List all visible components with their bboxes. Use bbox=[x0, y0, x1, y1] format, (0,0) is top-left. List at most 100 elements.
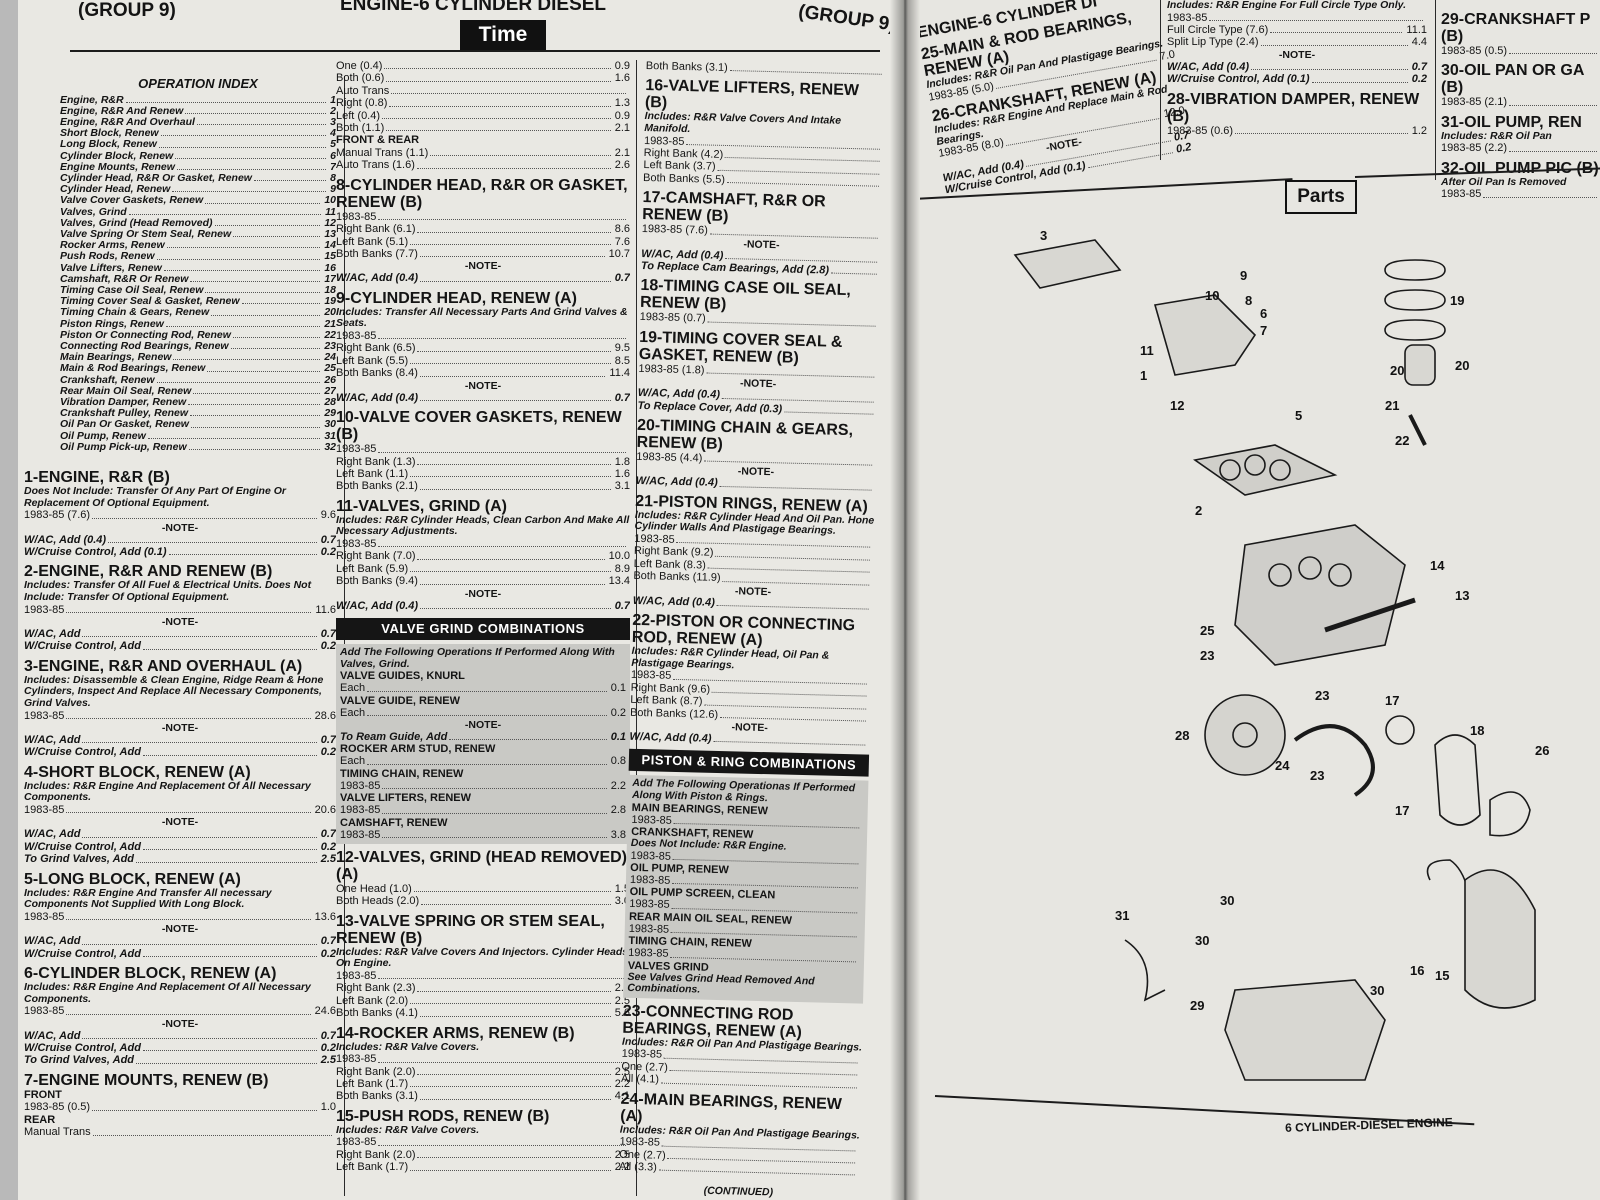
operation-heading: 12-VALVES, GRIND (HEAD REMOVED) (A) bbox=[336, 848, 627, 883]
time-row: Right Bank (6.5)9.5 bbox=[336, 342, 630, 354]
row-label: 1983-85 bbox=[340, 779, 381, 792]
index-label: Main Bearings, Renew bbox=[60, 352, 172, 364]
index-number: 25 bbox=[324, 363, 336, 375]
index-label: Valve Cover Gaskets, Renew bbox=[60, 195, 204, 207]
time-row: Both Banks (4.1)5.6 bbox=[336, 1007, 630, 1019]
row-value: 3.8 bbox=[610, 828, 626, 841]
note-label: -NOTE- bbox=[464, 587, 502, 600]
row-leader bbox=[413, 883, 611, 893]
time-row: 1983-85 (0.6)1.2 bbox=[1167, 125, 1427, 137]
operation-heading: 28-VIBRATION DAMPER, RENEW (B) bbox=[1167, 90, 1420, 125]
row-leader bbox=[82, 628, 317, 638]
subheading: ROCKER ARM STUD, RENEW bbox=[340, 743, 496, 756]
row-value: 0.2 bbox=[320, 1042, 336, 1055]
index-leader bbox=[156, 375, 321, 383]
note-label: -NOTE- bbox=[1278, 48, 1316, 61]
time-row: Right Bank (7.0)10.0 bbox=[336, 550, 630, 562]
row-value bbox=[869, 675, 871, 687]
row-value: 11.6 bbox=[315, 603, 336, 616]
time-row: 1983-85 bbox=[336, 538, 630, 550]
part-callout-number: 23 bbox=[1310, 768, 1324, 783]
index-label: Connecting Rod Bearings, Renew bbox=[60, 341, 229, 353]
vibration-damper-part bbox=[1204, 694, 1286, 776]
column-1: 1-ENGINE, R&R (B)Does Not Include: Trans… bbox=[24, 464, 336, 1139]
row-value bbox=[859, 928, 861, 940]
index-leader bbox=[185, 106, 327, 114]
row-label: 1983-85 (7.6) bbox=[641, 223, 709, 237]
operation-heading: 11-VALVES, GRIND (A) bbox=[336, 497, 507, 515]
row-leader bbox=[416, 159, 611, 169]
subheading: VALVE GUIDE, RENEW bbox=[340, 694, 460, 707]
row-value: 10.7 bbox=[608, 248, 630, 261]
row-leader bbox=[82, 734, 317, 744]
row-value: 2.8 bbox=[610, 804, 626, 817]
time-tab: Time bbox=[460, 20, 546, 50]
row-label: Right Bank (7.0) bbox=[336, 550, 416, 563]
includes-text: Includes: R&R Valve Covers And Injectors… bbox=[336, 946, 629, 970]
row-value bbox=[876, 393, 878, 405]
row-label: W/AC, Add bbox=[24, 828, 81, 841]
note-label: -NOTE- bbox=[161, 722, 199, 734]
cylinder-block-part bbox=[1234, 524, 1406, 666]
row-value: 2.2 bbox=[614, 1161, 630, 1174]
row-label: Right Bank (1.3) bbox=[336, 455, 416, 468]
index-number: 16 bbox=[324, 262, 336, 274]
row-label: 1983-85 bbox=[619, 1135, 661, 1149]
operation-heading: 9-CYLINDER HEAD, RENEW (A) bbox=[336, 289, 577, 307]
includes-text: Includes: R&R Oil Pan bbox=[1441, 129, 1552, 142]
row-label: 1983-85 (2.2) bbox=[1441, 142, 1508, 155]
row-label: One (2.7) bbox=[619, 1148, 666, 1162]
row-value: 8.6 bbox=[614, 223, 630, 236]
row-value bbox=[868, 700, 870, 712]
row-label: Right Bank (2.0) bbox=[336, 1065, 416, 1078]
part-callout-number: 10 bbox=[1205, 288, 1219, 303]
operation-heading: 29-CRANKSHAFT P (B) bbox=[1441, 11, 1591, 45]
index-label: Timing Chain & Gears, Renew bbox=[60, 307, 210, 319]
row-value bbox=[859, 1054, 861, 1066]
row-label: 1983-85 bbox=[336, 1136, 377, 1149]
row-leader bbox=[410, 236, 611, 246]
row-value: 1.0 bbox=[320, 1101, 336, 1114]
index-label: Short Block, Renew bbox=[60, 128, 159, 140]
index-number: 21 bbox=[324, 318, 336, 330]
row-value bbox=[876, 369, 878, 381]
index-leader bbox=[163, 263, 321, 271]
rear-seal-part bbox=[1489, 791, 1531, 837]
row-leader bbox=[384, 60, 611, 70]
part-callout-number: 3 bbox=[1040, 228, 1047, 243]
operation-heading: 30-OIL PAN OR GA (B) bbox=[1441, 62, 1584, 97]
time-row: W/AC, Add (0.4)0.7 bbox=[336, 272, 630, 284]
row-value bbox=[628, 443, 630, 455]
row-leader bbox=[420, 600, 611, 609]
row-label: 1983-85 bbox=[24, 910, 65, 923]
row-leader bbox=[1509, 96, 1597, 106]
row-leader bbox=[1209, 12, 1423, 21]
part-callout-number: 7 bbox=[1260, 323, 1267, 338]
column-divider-2 bbox=[636, 60, 637, 1196]
time-row: Right (0.8)1.3 bbox=[336, 97, 630, 109]
row-label: 1983-85 (0.5) bbox=[24, 1101, 91, 1114]
row-label: W/AC, Add (0.4) bbox=[632, 594, 716, 609]
row-label: Both Banks (12.6) bbox=[629, 706, 719, 721]
part-callout-number: 23 bbox=[1200, 648, 1214, 663]
index-leader bbox=[172, 184, 327, 193]
index-leader bbox=[230, 341, 321, 350]
row-leader bbox=[410, 563, 611, 573]
row-label: Auto Trans bbox=[336, 84, 390, 97]
index-label: Oil Pan Or Gasket, Renew bbox=[60, 419, 189, 431]
part-callout-number: 5 bbox=[1295, 408, 1302, 423]
combinations-bar: VALVE GRIND COMBINATIONS bbox=[336, 617, 630, 640]
row-value: 20.6 bbox=[314, 804, 336, 816]
operation-heading: 22-PISTON OR CONNECTING ROD, RENEW (A) bbox=[631, 611, 856, 650]
row-value: 0.9 bbox=[614, 60, 630, 72]
row-value bbox=[861, 819, 863, 831]
time-row: Manual Trans (1.1)2.1 bbox=[336, 147, 630, 159]
time-row: W/AC, Add (0.4)0.7 bbox=[336, 600, 630, 612]
index-title: OPERATION INDEX bbox=[138, 78, 258, 91]
